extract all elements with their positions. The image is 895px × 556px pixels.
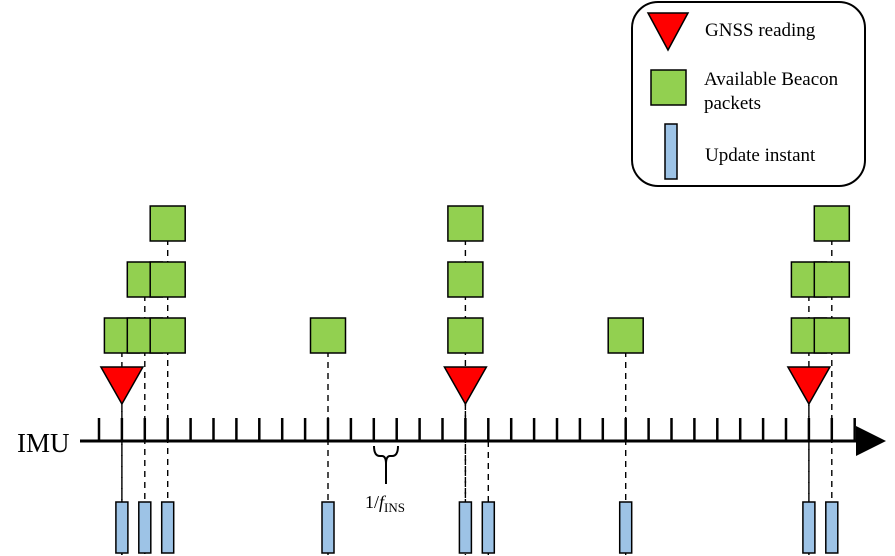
gnss-reading-triangle	[786, 366, 832, 406]
interval-label: 1/fINS	[365, 492, 405, 515]
update-instant-bar	[115, 501, 129, 554]
beacon-packet-square	[447, 261, 484, 298]
beacon-packet-square	[447, 317, 484, 354]
update-instant-bar	[481, 501, 496, 554]
imu-ticks	[97, 418, 856, 441]
beacon-packet-square	[309, 317, 347, 354]
imu-axis: IMU	[17, 418, 886, 458]
beacon-packet-square	[813, 205, 851, 242]
legend-update-label: Update instant	[705, 145, 816, 166]
beacon-packet-square	[607, 317, 644, 354]
interval-brace-shape	[373, 445, 399, 465]
beacon-packet-square	[149, 205, 186, 242]
legend-beacon-label-line2: packets	[704, 93, 761, 114]
legend-update-bar-icon	[664, 123, 678, 180]
update-instant-bar	[825, 501, 839, 554]
beacon-packet-square	[149, 261, 186, 298]
legend-frame	[631, 1, 866, 187]
gnss-reading-triangle	[443, 366, 488, 406]
legend-beacon-label-line1: Available Beacon	[704, 69, 839, 90]
update-instant-bar	[138, 501, 152, 554]
event-markers	[99, 205, 851, 555]
imu-axis-label: IMU	[17, 428, 70, 458]
update-instant-bar	[458, 501, 473, 554]
update-instant-bar	[802, 501, 816, 554]
interval-brace: 1/fINS	[365, 445, 405, 515]
beacon-packet-square	[149, 317, 186, 354]
legend-gnss-triangle-icon	[646, 12, 690, 52]
legend-gnss-label: GNSS reading	[705, 20, 816, 41]
update-instant-bar	[160, 501, 175, 554]
beacon-packet-square	[813, 261, 851, 298]
update-instant-bar	[321, 501, 335, 554]
beacon-packet-square	[813, 317, 851, 354]
legend-beacon-square-icon	[650, 69, 687, 106]
update-instant-bar	[618, 501, 633, 554]
beacon-packet-square	[447, 205, 484, 242]
gnss-reading-triangle	[99, 366, 145, 406]
legend: GNSS reading Available Beacon packets Up…	[631, 1, 866, 187]
